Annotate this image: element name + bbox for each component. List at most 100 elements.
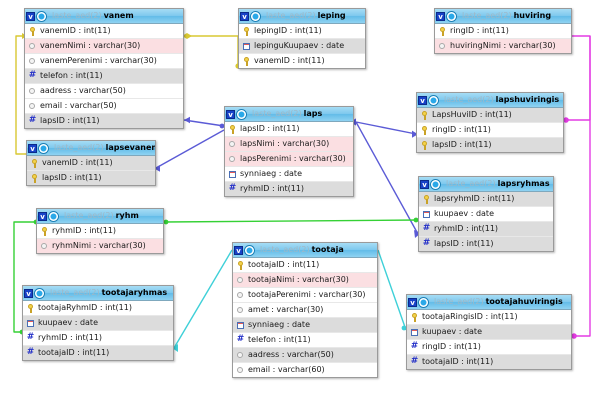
field-row[interactable]: kuupaev : date <box>407 325 571 340</box>
field-row[interactable]: tootajaID : int(11) <box>23 346 173 360</box>
field-label: tootajaID : int(11) <box>38 348 110 357</box>
field-label: lapsID : int(11) <box>432 140 492 149</box>
table-tootaja[interactable]: v laste_aed(2) tootaja tootajaID : int(1… <box>232 242 378 378</box>
table-lapsevanem[interactable]: v laste_aed(2) lapsevanem vanemID : int(… <box>26 140 156 186</box>
gear-icon[interactable] <box>429 95 438 105</box>
field-row[interactable]: kuupaev : date <box>419 207 553 222</box>
table-header-lapsryhmas[interactable]: v laste_aed(2) lapsryhmas <box>419 177 553 192</box>
field-row[interactable]: lapsID : int(11) <box>27 171 155 185</box>
primary-key-icon <box>420 110 429 120</box>
relation-vanem-laps <box>183 116 225 129</box>
field-label: lapsPerenimi : varchar(30) <box>240 154 346 163</box>
table-vanem[interactable]: v laste_aed(2) vanem vanemID : int(11)va… <box>24 8 184 129</box>
table-header-leping[interactable]: v laste_aed(2) leping <box>239 9 365 24</box>
int-field-icon <box>28 71 37 81</box>
field-row[interactable]: lapsID : int(11) <box>25 114 183 128</box>
table-fields: lapsID : int(11)lapsNimi : varchar(30) la… <box>225 122 353 196</box>
table-tootajaryhmas[interactable]: v laste_aed(2) tootajaryhmas tootajaRyhm… <box>22 285 174 361</box>
field-row[interactable]: tootajaRyhmID : int(11) <box>23 301 173 316</box>
gear-icon[interactable] <box>237 109 246 119</box>
gear-icon[interactable] <box>39 143 48 153</box>
gear-icon[interactable] <box>419 297 428 307</box>
field-row[interactable]: telefon : int(11) <box>233 333 377 348</box>
field-row[interactable]: ringID : int(11) <box>407 340 571 355</box>
table-leping[interactable]: v laste_aed(2) leping lepingID : int(11)… <box>238 8 366 69</box>
field-row[interactable]: email : varchar(50) <box>25 99 183 114</box>
field-row[interactable]: vanemID : int(11) <box>239 54 365 68</box>
field-label: ringID : int(11) <box>432 125 491 134</box>
field-row[interactable]: lapsNimi : varchar(30) <box>225 137 353 152</box>
view-badge-icon: v <box>26 11 35 21</box>
field-row[interactable]: ryhmNimi : varchar(30) <box>37 239 163 253</box>
table-huviring[interactable]: v laste_aed(2) huviring ringID : int(11)… <box>434 8 572 54</box>
table-schema-label: laste_aed(2) <box>64 211 114 220</box>
table-header-vanem[interactable]: v laste_aed(2) vanem <box>25 9 183 24</box>
varchar-field-icon <box>28 42 37 51</box>
primary-key-icon <box>420 125 429 135</box>
field-row[interactable]: amet : varchar(30) <box>233 303 377 318</box>
field-label: lapsryhmID : int(11) <box>434 194 515 203</box>
field-row[interactable]: kuupaev : date <box>23 316 173 331</box>
field-row[interactable]: ryhmID : int(11) <box>419 222 553 237</box>
field-row[interactable]: vanemPerenimi : varchar(30) <box>25 54 183 69</box>
table-header-ryhm[interactable]: v laste_aed(2) ryhm <box>37 209 163 224</box>
field-label: aadress : varchar(50) <box>248 350 334 359</box>
gear-icon[interactable] <box>49 211 58 221</box>
field-row[interactable]: synniaeg : date <box>233 318 377 333</box>
field-row[interactable]: tootajaID : int(11) <box>407 355 571 369</box>
table-fields: lapsryhmID : int(11) kuupaev : dateryhmID… <box>419 192 553 251</box>
varchar-field-icon <box>228 140 237 149</box>
field-row[interactable]: ryhmID : int(11) <box>23 331 173 346</box>
field-row[interactable]: vanemID : int(11) <box>25 24 183 39</box>
int-field-icon <box>26 348 35 358</box>
field-row[interactable]: lapsID : int(11) <box>225 122 353 137</box>
field-row[interactable]: ryhmID : int(11) <box>37 224 163 239</box>
gear-icon[interactable] <box>447 11 456 21</box>
table-header-tootaja[interactable]: v laste_aed(2) tootaja <box>233 243 377 258</box>
table-header-lapshuviringis[interactable]: v laste_aed(2) lapshuviringis <box>417 93 563 108</box>
field-row[interactable]: aadress : varchar(50) <box>25 84 183 99</box>
field-row[interactable]: ringID : int(11) <box>435 24 571 39</box>
gear-icon[interactable] <box>431 179 440 189</box>
gear-icon[interactable] <box>245 245 254 255</box>
field-row[interactable]: lepinguKuupaev : date <box>239 39 365 54</box>
gear-icon[interactable] <box>37 11 46 21</box>
field-row[interactable]: lapsID : int(11) <box>419 237 553 251</box>
gear-icon[interactable] <box>35 288 44 298</box>
relation-laps-lapsevanem <box>154 129 225 172</box>
field-row[interactable]: lepingID : int(11) <box>239 24 365 39</box>
field-row[interactable]: vanemNimi : varchar(30) <box>25 39 183 54</box>
field-row[interactable]: tootajaID : int(11) <box>233 258 377 273</box>
field-row[interactable]: aadress : varchar(50) <box>233 348 377 363</box>
field-row[interactable]: ringID : int(11) <box>417 123 563 138</box>
table-name-label: lapshuviringis <box>495 95 560 104</box>
field-row[interactable]: telefon : int(11) <box>25 69 183 84</box>
field-row[interactable]: tootajaRingisID : int(11) <box>407 310 571 325</box>
field-row[interactable]: vanemID : int(11) <box>27 156 155 171</box>
table-header-lapsevanem[interactable]: v laste_aed(2) lapsevanem <box>27 141 155 156</box>
table-lapsryhmas[interactable]: v laste_aed(2) lapsryhmas lapsryhmID : i… <box>418 176 554 252</box>
table-tootajahuviringis[interactable]: v laste_aed(2) tootajahuviringis tootaja… <box>406 294 572 370</box>
table-lapshuviringis[interactable]: v laste_aed(2) lapshuviringis LapsHuviID… <box>416 92 564 153</box>
field-row[interactable]: ryhmID : int(11) <box>225 182 353 196</box>
field-row[interactable]: lapsID : int(11) <box>417 138 563 152</box>
field-row[interactable]: tootajaPerenimi : varchar(30) <box>233 288 377 303</box>
field-row[interactable]: huviringNimi : varchar(30) <box>435 39 571 53</box>
field-row[interactable]: lapsPerenimi : varchar(30) <box>225 152 353 167</box>
table-header-huviring[interactable]: v laste_aed(2) huviring <box>435 9 571 24</box>
table-header-tootajaryhmas[interactable]: v laste_aed(2) tootajaryhmas <box>23 286 173 301</box>
field-label: tootajaID : int(11) <box>248 260 320 269</box>
field-row[interactable]: synniaeg : date <box>225 167 353 182</box>
gear-icon[interactable] <box>251 11 260 21</box>
table-header-laps[interactable]: v laste_aed(2) laps <box>225 107 353 122</box>
field-row[interactable]: email : varchar(60) <box>233 363 377 377</box>
field-row[interactable]: tootajaNimi : varchar(30) <box>233 273 377 288</box>
view-badge-icon: v <box>240 11 249 21</box>
table-header-tootajahuviringis[interactable]: v laste_aed(2) tootajahuviringis <box>407 295 571 310</box>
field-row[interactable]: lapsryhmID : int(11) <box>419 192 553 207</box>
view-badge-icon: v <box>436 11 445 21</box>
field-row[interactable]: LapsHuviID : int(11) <box>417 108 563 123</box>
table-laps[interactable]: v laste_aed(2) laps lapsID : int(11)laps… <box>224 106 354 197</box>
table-ryhm[interactable]: v laste_aed(2) ryhm ryhmID : int(11)ryhm… <box>36 208 164 254</box>
